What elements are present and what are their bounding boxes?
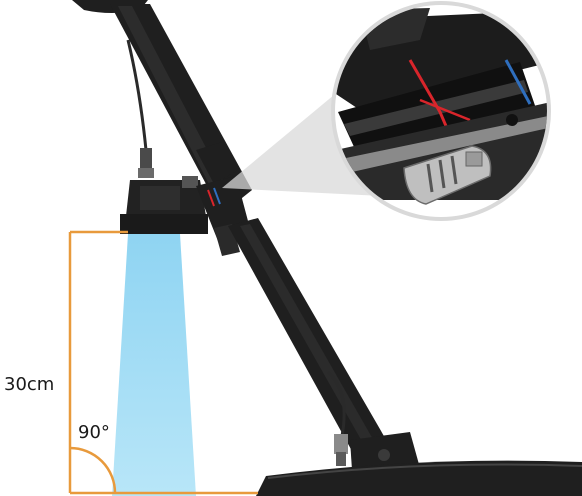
coil-bracket [350,432,420,470]
lower-cable-connector [334,434,348,466]
angle-label: 90° [78,422,110,443]
height-label: 30cm [4,374,55,395]
cable-connector [138,148,154,178]
latch-clip-icon [403,145,492,205]
upper-cable [126,39,148,151]
detection-beam [112,234,196,496]
joint-wires [207,187,221,207]
height-bracket [68,230,258,495]
lower-cable [326,370,346,437]
handle-clip [196,142,238,184]
search-coil [256,460,582,496]
lower-shaft [228,218,392,462]
zoom-circle [331,1,551,221]
angle-arc [69,446,117,494]
control-box [120,176,208,234]
